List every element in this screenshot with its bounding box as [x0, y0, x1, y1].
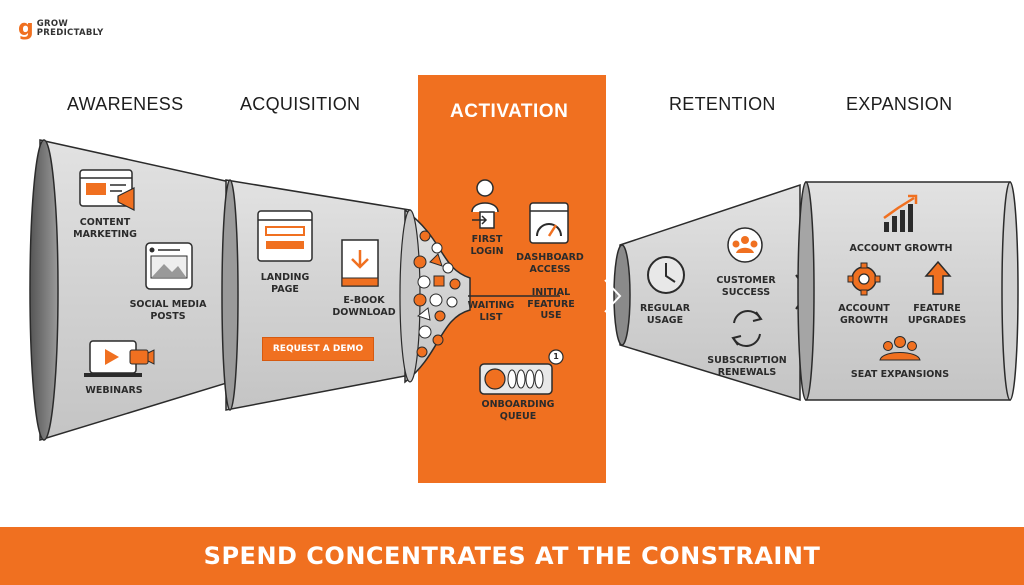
funnel-balls-icon	[413, 230, 461, 358]
onboarding-queue-icon	[479, 349, 564, 395]
brand-logo: g GROW PREDICTABLY	[18, 18, 104, 40]
awareness-mouth	[29, 139, 59, 441]
expansion-mouth	[797, 181, 815, 401]
logo-letter: g	[18, 16, 34, 41]
label-webinars: WEBINARS	[85, 385, 143, 396]
dashboard-icon	[529, 202, 569, 244]
first-login-icon	[471, 179, 499, 229]
account-growth-chart-icon	[883, 194, 918, 232]
landing-page-icon	[257, 210, 313, 262]
webinars-icon	[84, 340, 155, 377]
gear-icon	[847, 262, 881, 296]
stage-acquisition: ACQUISITION	[240, 94, 361, 114]
logo-line-2: PREDICTABLY	[36, 28, 104, 38]
content-marketing-icon	[79, 169, 135, 211]
label-seat-expansions: SEAT EXPANSIONS	[850, 369, 950, 380]
expansion-end	[1001, 181, 1019, 401]
subscription-renewals-icon	[731, 309, 763, 348]
bottom-banner: SPEND CONCENTRATES AT THE CONSTRAINT	[0, 527, 1024, 585]
upgrade-arrow-icon	[924, 260, 952, 295]
queue-count-badge: 1	[553, 352, 559, 361]
customer-success-icon	[727, 227, 763, 263]
banner-text: SPEND CONCENTRATES AT THE CONSTRAINT	[203, 542, 821, 570]
logo-line-1: GROW	[36, 19, 69, 29]
social-media-icon	[145, 242, 193, 290]
retention-mouth	[613, 244, 631, 346]
acquisition-mouth	[221, 179, 239, 411]
stage-activation: ACTIVATION	[450, 101, 569, 122]
regular-usage-icon	[647, 256, 685, 294]
ebook-icon	[341, 239, 379, 287]
stage-retention: RETENTION	[669, 94, 776, 114]
seat-expansions-icon	[879, 336, 921, 361]
label-account-growth-top: ACCOUNT GROWTH	[849, 243, 953, 254]
stage-awareness: AWARENESS	[67, 94, 184, 114]
arrow-to-retention	[604, 279, 622, 313]
request-demo-button[interactable]: REQUEST A DEMO	[262, 337, 374, 361]
stage-expansion: EXPANSION	[846, 94, 953, 114]
